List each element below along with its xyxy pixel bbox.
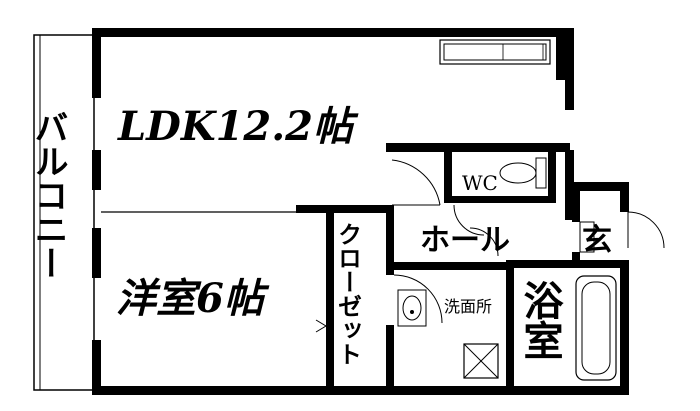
washroom-label: 洗面所 bbox=[444, 297, 492, 316]
washing-machine-pan bbox=[463, 343, 499, 379]
wc-label: WC bbox=[462, 171, 498, 195]
exterior-walls bbox=[92, 28, 629, 395]
hall-label: ホール bbox=[420, 223, 510, 258]
ldk-label: LDK12.2帖 bbox=[117, 103, 359, 150]
western-room-label: 洋室6帖 bbox=[116, 275, 270, 322]
interior-walls bbox=[101, 143, 628, 390]
shoe-storage bbox=[579, 221, 595, 253]
kitchen-counter bbox=[439, 39, 551, 65]
balcony-label: バルコニー bbox=[28, 110, 68, 280]
bathtub bbox=[575, 275, 617, 381]
entrance-label: 玄 bbox=[582, 223, 612, 258]
doors bbox=[315, 159, 665, 333]
closet-label: クローゼット bbox=[334, 222, 363, 366]
bath-label: 浴室 bbox=[517, 280, 564, 360]
toilet-fixture bbox=[499, 157, 547, 189]
balcony-area bbox=[33, 34, 95, 391]
wash-basin bbox=[397, 289, 427, 327]
